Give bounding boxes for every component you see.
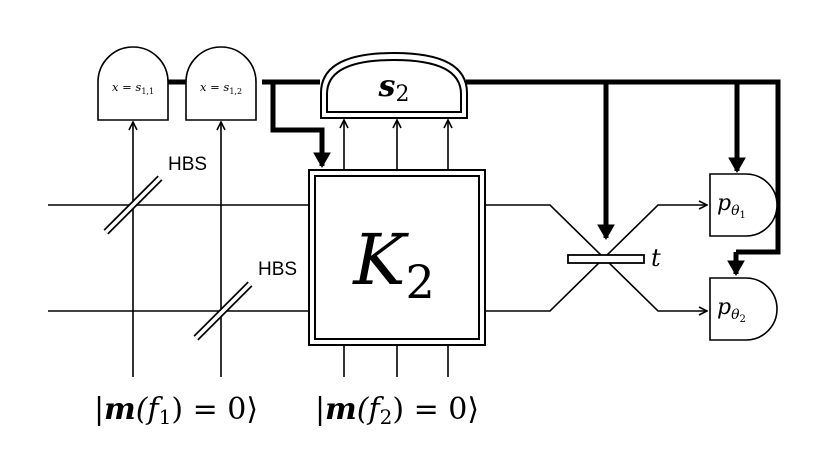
unitary-k2-box: [308, 169, 486, 346]
detector-p-theta1-label: pθ1: [717, 191, 746, 221]
classical-wire-to-unitary: [270, 82, 331, 169]
detector-p-theta2: [709, 277, 778, 341]
detector-x-s11-label: x = s1,1: [112, 80, 154, 96]
hbs-lower: [193, 281, 253, 341]
beamsplitter-t-label: t: [651, 244, 661, 272]
detector-s2: [320, 51, 468, 119]
hbs-upper: [103, 175, 163, 235]
detector-x-s12: [185, 46, 257, 121]
input-label-f2: |m(f2) = 0⟩: [315, 392, 479, 429]
hbs-lower-label: HBS: [258, 259, 297, 280]
detector-p-theta2-label: pθ2: [717, 295, 746, 325]
hbs-upper-label: HBS: [168, 154, 207, 175]
beamsplitter-t: [567, 254, 645, 264]
input-label-f1: |m(f1) = 0⟩: [94, 392, 258, 429]
detector-s2-label: s2: [378, 69, 410, 107]
detector-p-theta1: [709, 173, 778, 237]
classical-wires: [168, 79, 781, 277]
detector-x-s11: [97, 46, 169, 121]
unitary-k2-label: K2: [351, 219, 435, 309]
detector-x-s12-label: x = s1,2: [200, 80, 242, 96]
